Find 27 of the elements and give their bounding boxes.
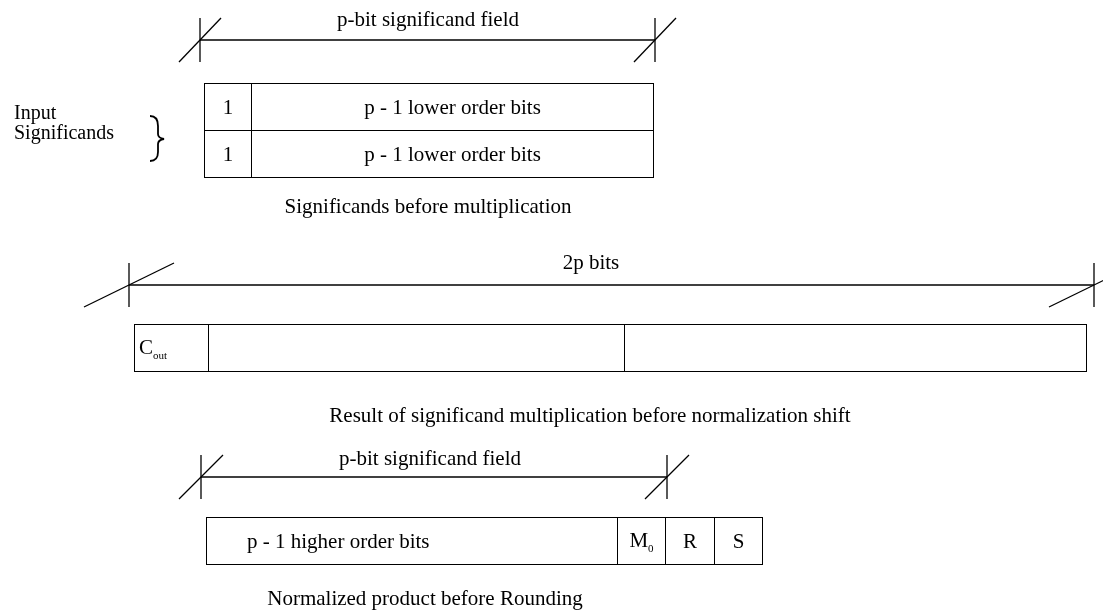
dimension-label: 2p bits bbox=[562, 251, 620, 275]
field-text: 1 bbox=[222, 94, 234, 120]
bit-field-cell bbox=[206, 517, 618, 565]
bit-field-cell bbox=[624, 324, 1087, 372]
caption: Significands before multiplication bbox=[284, 195, 572, 219]
caption: Normalized product before Rounding bbox=[267, 587, 583, 611]
caption: Result of significand multiplication before normalization shift bbox=[329, 404, 851, 428]
field-text: M$_{0}$ bbox=[629, 527, 654, 555]
dimension-label: p-bit significand field bbox=[337, 8, 519, 32]
bit-field-cell bbox=[714, 517, 763, 565]
bit-field-cell bbox=[251, 130, 654, 178]
bit-field-cell bbox=[134, 324, 209, 372]
bit-field-cell bbox=[204, 130, 252, 178]
bit-field-cell bbox=[204, 83, 252, 131]
row-label: Input Significands bbox=[14, 102, 114, 142]
bit-field-cell bbox=[665, 517, 715, 565]
dimension-label: p-bit significand field bbox=[339, 447, 521, 471]
field-text: p - 1 lower order bits bbox=[364, 141, 541, 167]
field-text: p - 1 lower order bits bbox=[364, 94, 541, 120]
field-text: S bbox=[732, 528, 745, 554]
bit-field-cell bbox=[251, 83, 654, 131]
field-text: p - 1 higher order bits bbox=[247, 528, 430, 554]
field-text: C$_{out}$ bbox=[139, 334, 168, 362]
bit-field-cell bbox=[208, 324, 625, 372]
bit-field-cell bbox=[617, 517, 666, 565]
field-text: R bbox=[683, 528, 697, 554]
field-text: 1 bbox=[222, 141, 234, 167]
